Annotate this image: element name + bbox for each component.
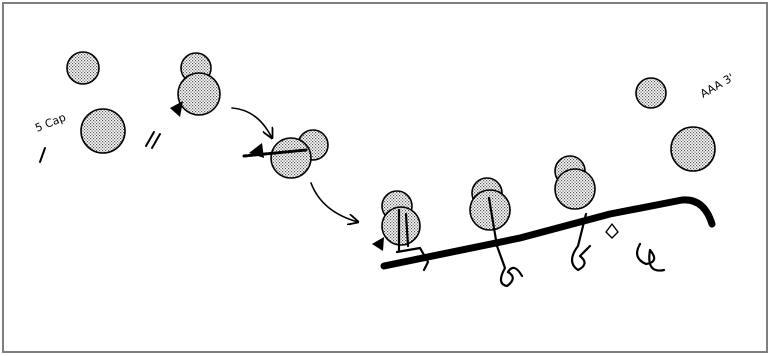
nascent-peptide-icon [635,242,666,272]
ribosome-large-subunit-icon [381,206,421,246]
ribosome-large-subunit-icon [177,72,221,116]
ribosome-large-subunit-icon [554,168,596,210]
mrna-strand-icon [242,148,308,158]
nascent-peptide-icon [570,212,592,272]
curved-arrow-icon [310,182,358,222]
ribosome-large-subunit-icon [270,137,312,179]
diagram-frame [2,2,768,353]
ribosome-small-subunit-icon [66,51,100,85]
mrna-fragment [145,131,161,149]
start-triangle-icon [170,101,183,117]
start-triangle-icon [372,237,384,251]
nascent-peptide-icon [487,196,524,288]
curved-arrow-icon [231,107,272,138]
mrna-strand-icon [380,196,716,270]
ribosome-large-subunit-icon [670,126,716,172]
ribosome-large-subunit-icon [80,108,126,154]
ribosome-small-subunit-icon [635,77,667,109]
nascent-peptide-icon [605,223,619,239]
mrna-fragment [39,147,46,163]
nascent-peptide-icon [395,208,430,272]
